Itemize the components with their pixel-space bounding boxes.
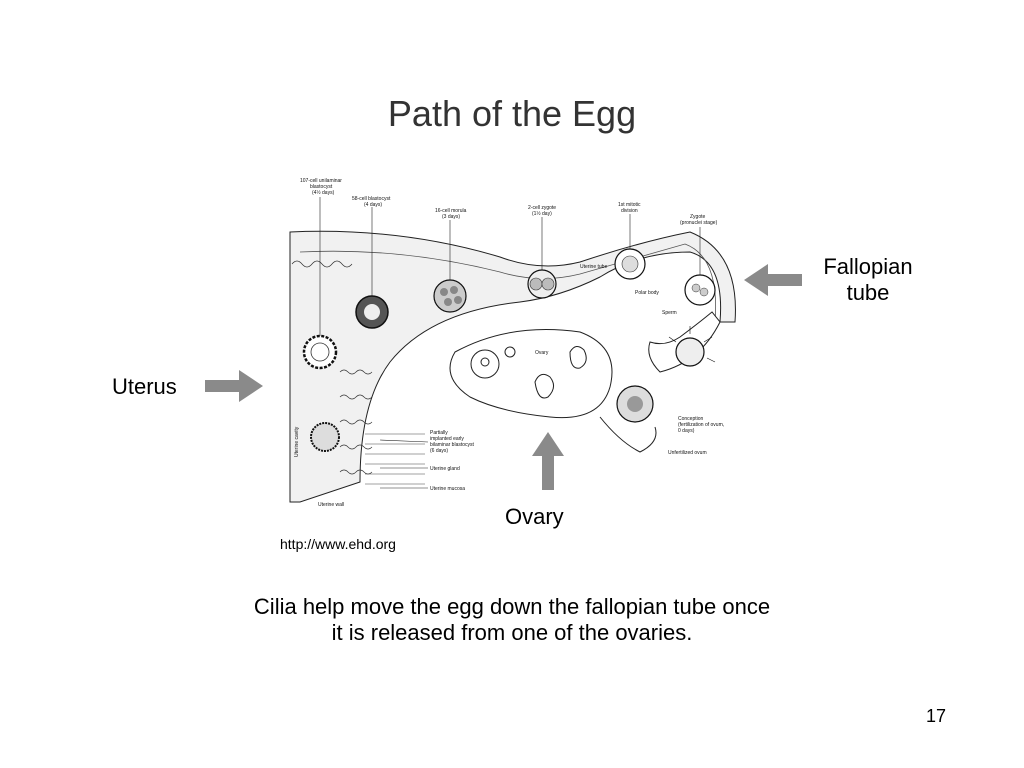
fallopian-label-line1: Fallopian [823, 254, 913, 279]
morula-16 [433, 279, 467, 313]
uterus-label: Uterus [112, 374, 177, 399]
fig-label-zygote: Zygote [690, 214, 706, 220]
ovary-label: Ovary [505, 504, 564, 529]
fig-label-mitotic: 1st mitotic [618, 202, 641, 208]
fig-label-2-cell: 2-cell zygote [528, 205, 556, 211]
zygote-2-cell [527, 269, 557, 299]
fig-label-partially: Partially [430, 430, 448, 436]
fig-label-conception: Conception [678, 416, 704, 422]
fig-label-uterine-mucosa: Uterine mucosa [430, 486, 465, 492]
fallopian-label-line2: tube [846, 280, 890, 305]
mitotic-division [614, 248, 646, 280]
fig-label-16-cell-b: (3 days) [442, 214, 460, 220]
source-url: http://www.ehd.org [280, 536, 396, 552]
fig-label-uterine-cavity: Uterine cavity [294, 426, 300, 457]
fig-label-58-cell-b: (4 days) [364, 202, 382, 208]
conception [668, 326, 716, 367]
uterine-glands [291, 260, 373, 475]
fig-label-unfertilized: Unfertilized ovum [668, 450, 707, 456]
fig-label-mitotic-b: division [621, 208, 638, 214]
zygote-pronuclei [684, 274, 716, 306]
egg-path-diagram: 107-cell unilaminar blastocyst (4½ days)… [289, 178, 736, 508]
fallopian-tube-label: Fallopian tube [808, 254, 928, 306]
fig-label-107-cell-b: blastocyst [310, 184, 333, 190]
fig-label-polar-body: Polar body [635, 290, 659, 296]
unfertilized-ovum [616, 385, 654, 423]
fig-label-16-cell: 16-cell morula [435, 208, 467, 214]
fig-label-107-cell: 107-cell unilaminar [300, 178, 342, 184]
fig-label-107-cell-c: (4½ days) [312, 189, 335, 196]
fig-label-2-cell-b: (1½ day) [532, 210, 552, 217]
caption-line1: Cilia help move the egg down the fallopi… [253, 594, 771, 619]
fig-label-uterine-tube: Uterine tube [580, 264, 607, 270]
fig-label-uterine-wall: Uterine wall [318, 502, 344, 508]
ovary-arrow-icon [532, 432, 564, 490]
fig-label-partially-b: implanted early [430, 436, 464, 442]
uterine-wall [289, 230, 736, 503]
uterus-arrow-icon [205, 370, 263, 402]
fig-label-zygote-b: (pronuclei stage) [680, 220, 718, 226]
caption-line2: it is released from one of the ovaries. [331, 620, 693, 645]
blastocyst-107 [302, 334, 338, 370]
fig-label-ovary: Ovary [535, 350, 549, 356]
fallopian-arrow-icon [744, 264, 802, 296]
fig-label-uterine-gland: Uterine gland [430, 466, 460, 472]
fig-label-partially-d: (6 days) [430, 448, 448, 454]
caption: Cilia help move the egg down the fallopi… [180, 594, 844, 646]
fig-label-sperm: Sperm [662, 310, 677, 316]
fig-label-partially-c: bilaminar blastocyst [430, 442, 475, 448]
fig-label-58-cell: 58-cell blastocyst [352, 196, 391, 202]
fig-label-conception-b: (fertilization of ovum, [678, 422, 724, 428]
fig-label-conception-c: 0 days) [678, 428, 695, 434]
page-number: 17 [926, 706, 947, 726]
implanted-blastocyst [310, 422, 340, 452]
slide-title: Path of the Egg [387, 93, 637, 134]
blastocyst-58 [355, 295, 389, 329]
